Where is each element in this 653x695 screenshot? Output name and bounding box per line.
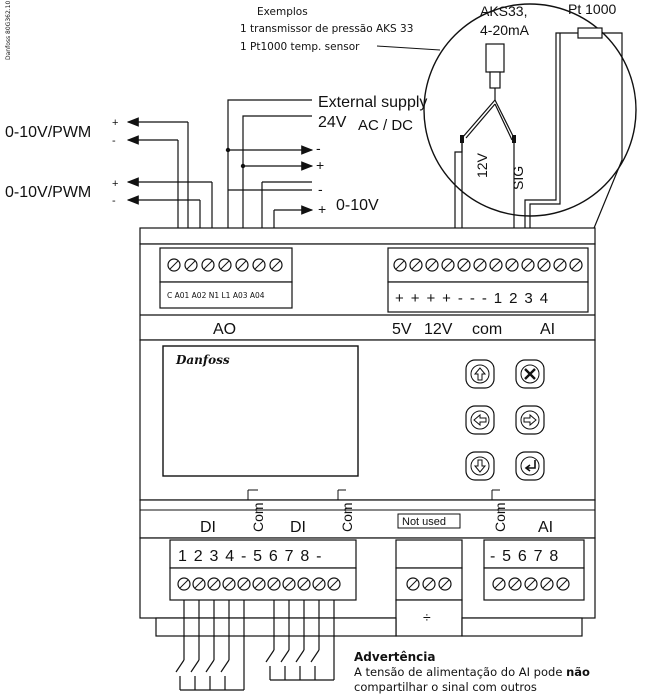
com-label-2: Com <box>339 502 355 532</box>
warning-note: Advertência A tensão de alimentação do A… <box>354 650 650 695</box>
examples-line-2: 1 Pt1000 temp. sensor <box>240 41 360 53</box>
supply-24v-label: 24V <box>318 114 347 131</box>
pin-12v-label: 12V <box>474 152 490 178</box>
examples-line-1: 1 transmissor de pressão AKS 33 <box>240 23 413 35</box>
ai-com-label: com <box>472 321 502 338</box>
warning-title: Advertência <box>354 650 436 664</box>
external-supply-label: External supply <box>318 94 427 111</box>
not-used-label: Not used <box>402 516 446 528</box>
output-010v-label: 0-10V <box>336 197 379 214</box>
pt1000-sensor-icon <box>524 27 623 251</box>
supply-out-minus: - <box>316 140 321 156</box>
down-arrow-icon <box>473 459 487 473</box>
supply-acdc-label: AC / DC <box>358 117 413 134</box>
ai-top-terminal-block <box>387 247 589 313</box>
aks33-current-label: 4-20mA <box>480 22 530 38</box>
left-arrow-icon <box>473 413 487 427</box>
aks33-label: AKS33, <box>480 3 527 19</box>
com-label-1: Com <box>250 502 266 532</box>
cancel-button[interactable] <box>515 359 545 389</box>
ai-5v-label: 5V <box>392 321 412 338</box>
pt1000-label: Pt 1000 <box>568 1 616 17</box>
display-screen <box>162 345 359 477</box>
com-label-3: Com <box>492 502 508 532</box>
up-arrow-icon <box>473 367 487 381</box>
ai-top-label: AI <box>540 321 555 338</box>
close-icon <box>524 368 536 380</box>
pwm2-plus: + <box>112 178 118 190</box>
down-button[interactable] <box>465 451 495 481</box>
left-button[interactable] <box>465 405 495 435</box>
right-button[interactable] <box>515 405 545 435</box>
warning-text-a: A tensão de alimentação do AI pode <box>354 665 567 679</box>
di-label-1: DI <box>200 519 216 536</box>
examples-title: Exemplos <box>257 6 308 18</box>
supply-out-plus: + <box>316 157 324 173</box>
ground-symbol-icon: ÷ <box>423 609 431 625</box>
pwm-output-2-label: 0-10V/PWM <box>5 184 91 201</box>
ao-label: AO <box>213 321 236 338</box>
enter-button[interactable] <box>515 451 545 481</box>
enter-icon <box>524 460 536 472</box>
ai-bottom-terminal-block <box>483 539 585 601</box>
pwm2-minus: - <box>112 195 116 207</box>
keypad <box>465 359 545 481</box>
out-010-minus: - <box>318 181 323 197</box>
ai-bottom-label: AI <box>538 519 553 536</box>
ai-bottom-terminal-numbers: - 5 6 7 8 <box>490 548 560 565</box>
doc-id: Danfoss 80G362.10 <box>5 0 12 60</box>
warning-text-b: compartilhar o sinal com outros <box>354 680 537 694</box>
di-switches <box>175 600 335 691</box>
right-arrow-icon <box>523 413 537 427</box>
ai-top-terminal-signs: + + + + - - - 1 2 3 4 <box>395 290 549 307</box>
pwm1-plus: + <box>112 117 118 129</box>
danfoss-logo: Danfoss <box>175 353 230 367</box>
pwm-output-1-label: 0-10V/PWM <box>5 124 91 141</box>
out-010-plus: + <box>318 201 326 217</box>
di-terminal-numbers: 1 2 3 4 - 5 6 7 8 - <box>178 548 323 565</box>
pwm1-minus: - <box>112 135 116 147</box>
warning-text-bold: não <box>566 665 590 679</box>
ai-12v-label: 12V <box>424 321 453 338</box>
di-label-2: DI <box>290 519 306 536</box>
di-terminal-block <box>169 539 357 601</box>
sensor-zoom-circle <box>423 3 637 217</box>
pin-sig-label: SIG <box>510 166 526 190</box>
up-button[interactable] <box>465 359 495 389</box>
examples-leader-line <box>376 45 441 51</box>
ao-terminal-labels: C A01 A02 N1 L1 A03 A04 <box>167 291 265 300</box>
ao-terminal-block <box>159 247 293 309</box>
